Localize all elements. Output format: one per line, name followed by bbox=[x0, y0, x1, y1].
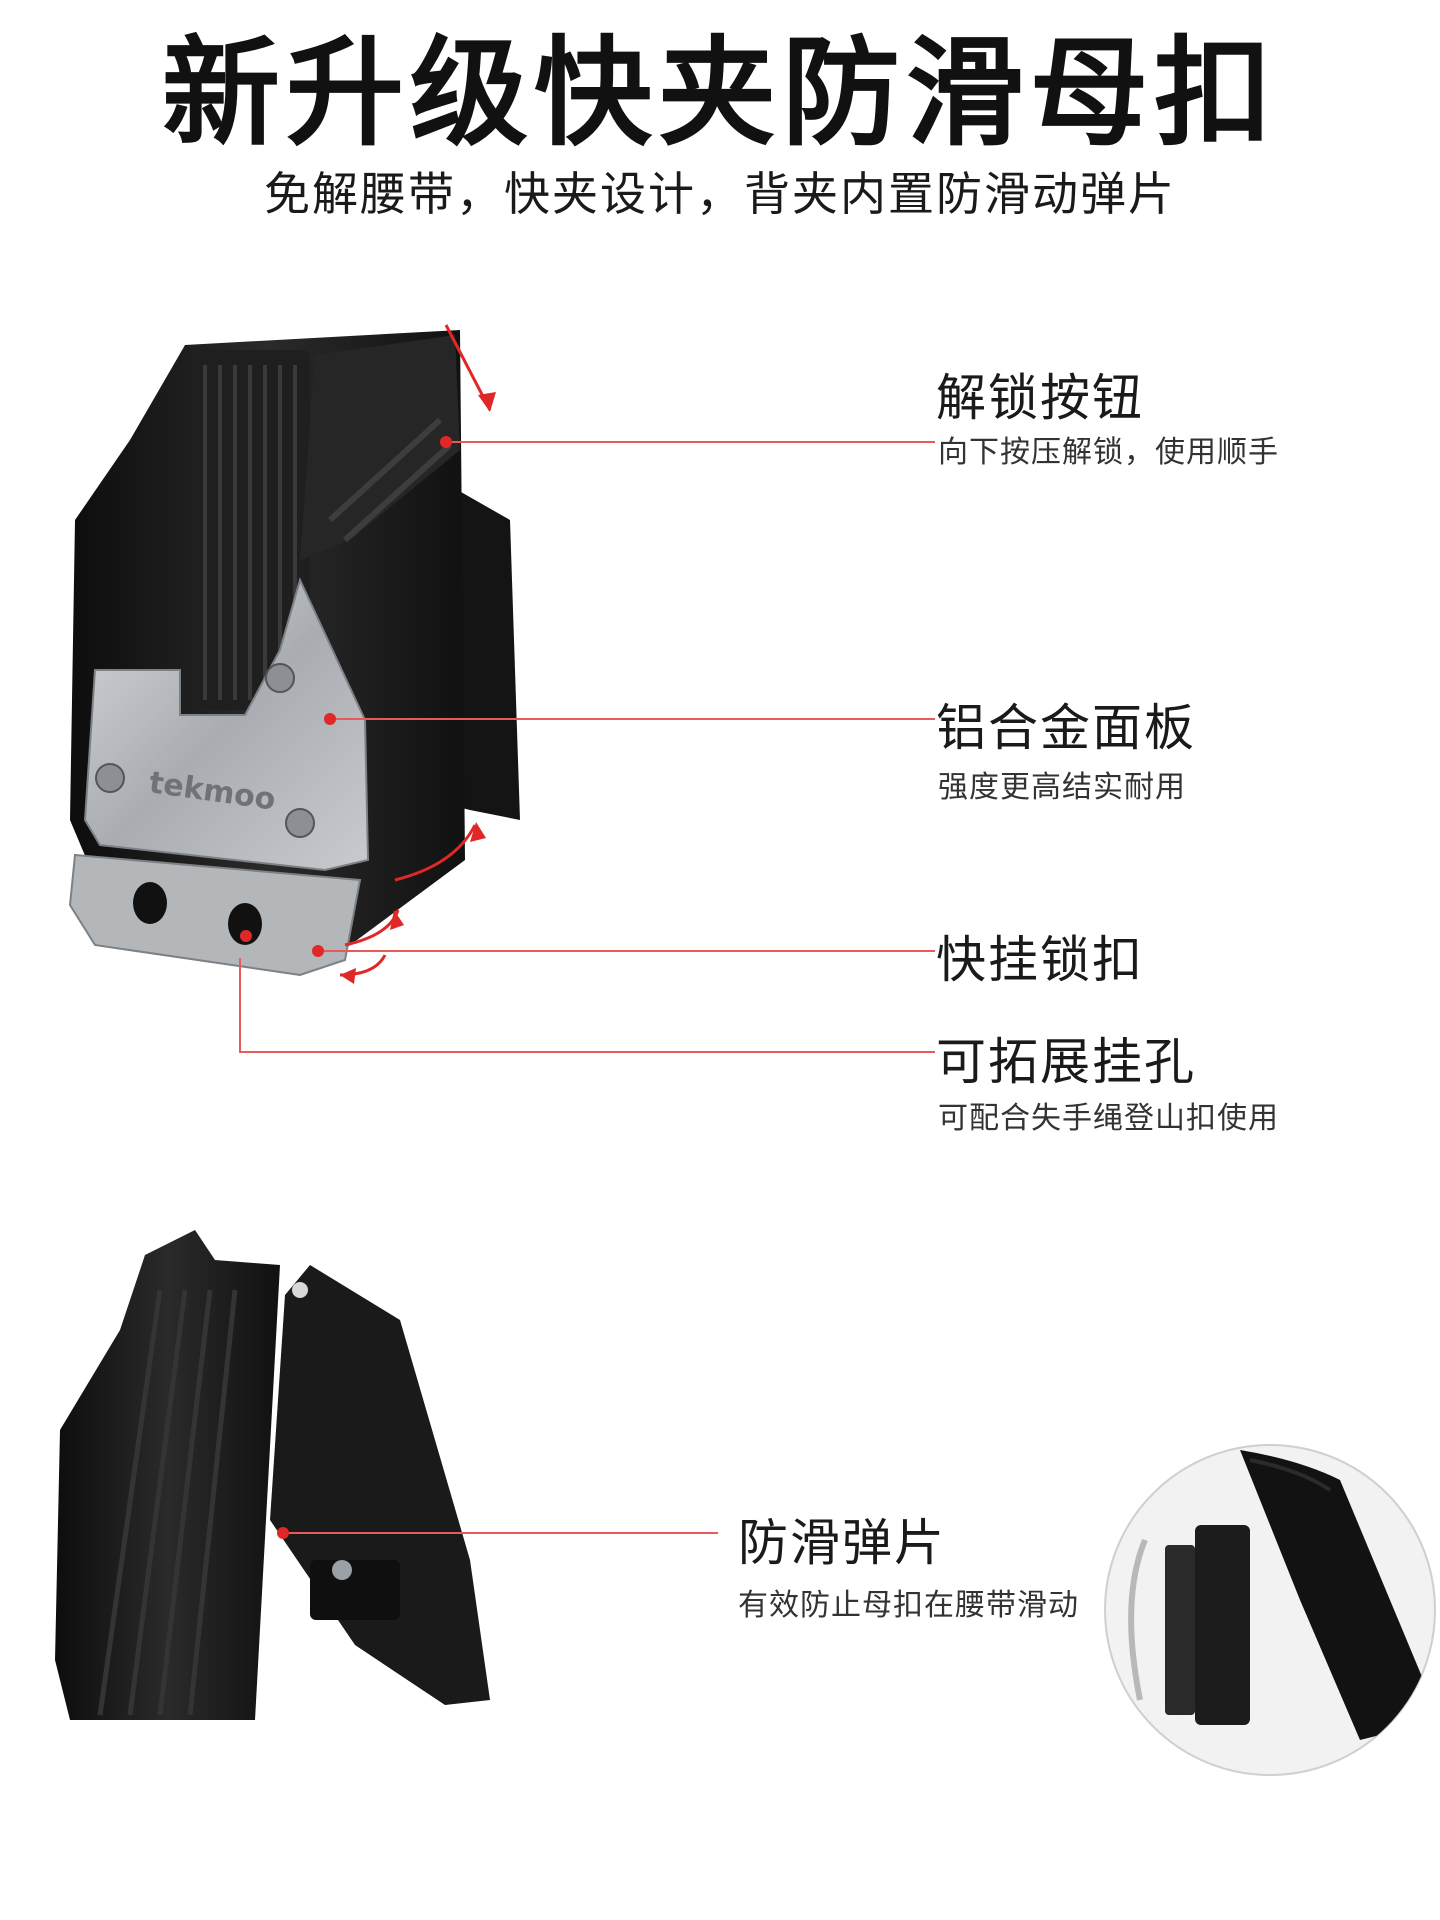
hanging-hole bbox=[228, 903, 262, 945]
bottom-clip-image bbox=[55, 1230, 490, 1720]
belt-strap bbox=[1240, 1450, 1435, 1740]
inset-clip bbox=[1195, 1525, 1250, 1725]
clip-mechanism bbox=[270, 1265, 490, 1705]
inset-photo bbox=[1104, 1444, 1436, 1776]
callout-desc-unlock-button: 向下按压解锁，使用顺手 bbox=[938, 435, 1279, 470]
callout-title-aluminum-panel: 铝合金面板 bbox=[936, 699, 1196, 757]
callout-title-expandable-hole: 可拓展挂孔 bbox=[936, 1033, 1196, 1091]
top-buckle-image: tekmoo bbox=[68, 324, 520, 984]
screw-icon bbox=[285, 808, 315, 838]
callout-title-unlock-button: 解锁按钮 bbox=[936, 369, 1144, 427]
callout-desc-anti-slip-spring: 有效防止母扣在腰带滑动 bbox=[738, 1588, 1079, 1623]
page-title: 新升级快夹防滑母扣 bbox=[161, 24, 1278, 162]
callout-desc-aluminum-panel: 强度更高结实耐用 bbox=[938, 770, 1186, 805]
callout-dots-top bbox=[240, 436, 452, 957]
aluminum-panel bbox=[83, 577, 370, 872]
screw-icon bbox=[332, 1560, 352, 1580]
hanging-hole bbox=[133, 882, 167, 924]
screw-icon bbox=[265, 663, 295, 693]
page-subtitle: 免解腰带，快夹设计，背夹内置防滑动弹片 bbox=[264, 167, 1176, 221]
callout-title-anti-slip-spring: 防滑弹片 bbox=[738, 1514, 946, 1572]
callout-lines-top bbox=[239, 441, 935, 1053]
callout-desc-expandable-hole: 可配合失手绳登山扣使用 bbox=[938, 1101, 1279, 1136]
clip-side-plate bbox=[55, 1230, 280, 1720]
unlock-button-part bbox=[300, 335, 460, 560]
callout-title-quick-lock: 快挂锁扣 bbox=[936, 931, 1144, 989]
carabiner bbox=[1128, 1538, 1148, 1701]
screw-icon bbox=[95, 763, 125, 793]
